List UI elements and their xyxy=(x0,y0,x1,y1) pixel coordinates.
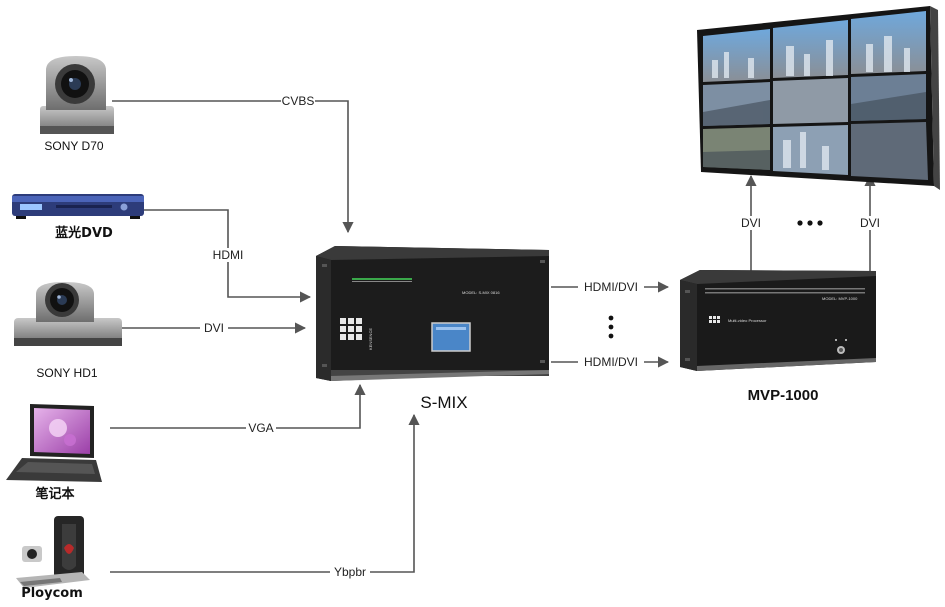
polycom-icon xyxy=(16,516,90,588)
dvi-in-label: DVI xyxy=(204,321,224,335)
cvbs-wire xyxy=(112,100,354,234)
smix-brand-label: KENSENCE xyxy=(368,328,373,350)
mvp-title-label: Multi-video Processor xyxy=(728,318,767,323)
smix-switcher: MODEL: S-MIX 0816 KENSENCE xyxy=(316,246,549,381)
ybpbr-label: Ybpbr xyxy=(334,565,366,579)
mvp-model-label: MODEL: MVP-1000 xyxy=(822,296,858,301)
connection-labels: CVBS HDMI DVI VGA Ybpbr HDMI/DVI HDMI/DV… xyxy=(200,94,884,579)
out2-label: HDMI/DVI xyxy=(584,355,638,369)
smix-model-label: MODEL: S-MIX 0816 xyxy=(462,290,500,295)
hdmi-label: HDMI xyxy=(213,248,244,262)
camera1-label: SONY D70 xyxy=(44,139,103,153)
mvp-logo-icon xyxy=(709,316,720,323)
hd-camera-icon xyxy=(14,282,122,346)
vga-wire xyxy=(110,383,366,429)
wall1-label: DVI xyxy=(741,216,761,230)
dvd-player-icon xyxy=(12,194,144,219)
video-wall xyxy=(697,6,940,190)
laptop-icon xyxy=(6,404,102,482)
mvp-processor: MODEL: MVP-1000 Multi-video Processor xyxy=(680,270,876,371)
vertical-ellipsis-icon xyxy=(608,315,614,339)
ploycom-label: Ploycom xyxy=(21,586,83,601)
vga-label: VGA xyxy=(248,421,273,435)
horizontal-ellipsis-icon xyxy=(797,220,823,226)
ybpbr-wire xyxy=(110,413,420,573)
out1-label: HDMI/DVI xyxy=(584,280,638,294)
wall2-label: DVI xyxy=(860,216,880,230)
ptz-camera-icon xyxy=(40,56,114,134)
switcher-label: S-MIX xyxy=(420,393,467,412)
camera2-label: SONY HD1 xyxy=(36,366,97,380)
vent-grille xyxy=(705,288,865,294)
keypad-icon xyxy=(340,318,362,340)
processor-label: MVP-1000 xyxy=(748,387,819,404)
laptop-label: 笔记本 xyxy=(35,486,74,502)
cvbs-label: CVBS xyxy=(282,94,315,108)
dvd-label: 蓝光DVD xyxy=(55,225,113,241)
